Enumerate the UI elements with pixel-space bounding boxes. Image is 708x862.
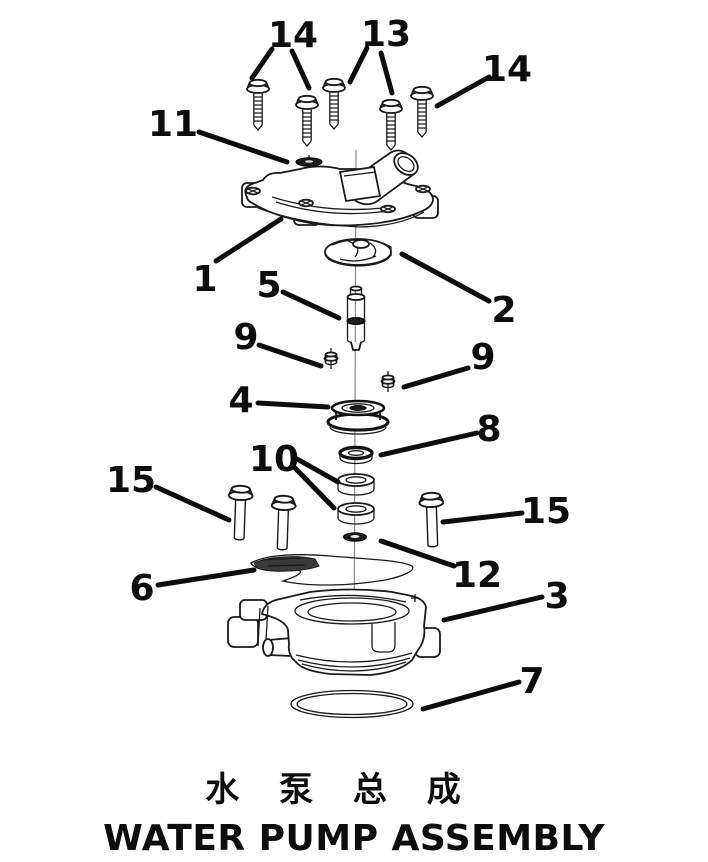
leader-9-left	[256, 342, 324, 369]
callout-1: 1	[192, 259, 217, 300]
leader-9-right	[401, 365, 471, 390]
part-14-bolt-3	[410, 85, 434, 138]
title-chinese: 水 泵 总 成	[205, 770, 475, 810]
leader-11	[196, 129, 290, 165]
part-15-bolt-1	[226, 484, 254, 542]
part-1-cover	[241, 149, 439, 228]
leader-3	[441, 594, 545, 623]
callout-12: 12	[452, 555, 502, 596]
leader-12	[378, 538, 457, 569]
part-13-bolt-1	[322, 77, 346, 130]
callout-14-top-left: 14	[268, 15, 318, 56]
leader-13-b	[378, 50, 395, 96]
leader-2	[399, 251, 492, 304]
leader-1	[213, 216, 284, 264]
leader-10-b	[292, 465, 337, 511]
part-5-shaft	[346, 285, 366, 351]
leader-7	[420, 679, 522, 712]
leader-15-right	[440, 510, 525, 525]
part-13-bolt-2	[379, 98, 403, 151]
callout-4: 4	[228, 380, 253, 421]
leader-lines	[153, 45, 545, 712]
part-14-bolt-1	[246, 78, 270, 131]
leader-10-a	[294, 456, 341, 485]
callout-13-top: 13	[361, 14, 411, 55]
leader-15-left	[153, 484, 232, 523]
callout-labels: 14 13 14 11 1 5 2 9 9 4 8 10 15 15 12 6 …	[106, 14, 571, 702]
leader-6	[155, 567, 257, 588]
part-7-oring	[290, 689, 414, 719]
callout-3: 3	[544, 576, 569, 617]
part-4-seal	[326, 399, 390, 435]
part-9-nut-right	[380, 370, 396, 393]
part-8-washer	[338, 445, 374, 465]
leader-4	[255, 400, 331, 410]
part-12-clip	[343, 532, 367, 542]
leader-8	[378, 430, 480, 458]
exploded-diagram: 14 13 14 11 1 5 2 9 9 4 8 10 15 15 12 6 …	[106, 14, 571, 719]
callout-6: 6	[129, 568, 154, 609]
callout-5: 5	[256, 265, 281, 306]
part-9-nut-left	[323, 347, 339, 370]
callout-2: 2	[491, 290, 516, 331]
callout-15-left: 15	[106, 460, 156, 501]
callout-9-right: 9	[470, 337, 495, 378]
part-15-bolt-2	[269, 494, 297, 552]
callout-8: 8	[476, 409, 501, 450]
leader-5	[280, 289, 342, 321]
part-10-ring-bottom	[337, 502, 375, 525]
callout-11: 11	[148, 104, 198, 145]
part-14-bolt-2	[295, 94, 319, 147]
leader-14-top-right	[434, 74, 492, 109]
part-15-bolt-3	[418, 491, 446, 549]
part-11-washer	[295, 155, 323, 169]
callout-15-right: 15	[521, 491, 571, 532]
callout-9-left: 9	[233, 317, 258, 358]
callout-7: 7	[519, 661, 544, 702]
part-2-impeller	[324, 238, 392, 267]
leader-14-top-left-a	[249, 46, 275, 81]
callout-14-top-right: 14	[482, 49, 532, 90]
callout-10: 10	[249, 439, 299, 480]
part-10-ring-top	[337, 473, 375, 496]
title-english: WATER PUMP ASSEMBLY	[103, 818, 605, 859]
part-3-body	[227, 588, 441, 676]
part-6-gasket	[250, 554, 414, 586]
leader-14-top-left-b	[289, 48, 312, 91]
leader-13-a	[347, 45, 370, 85]
